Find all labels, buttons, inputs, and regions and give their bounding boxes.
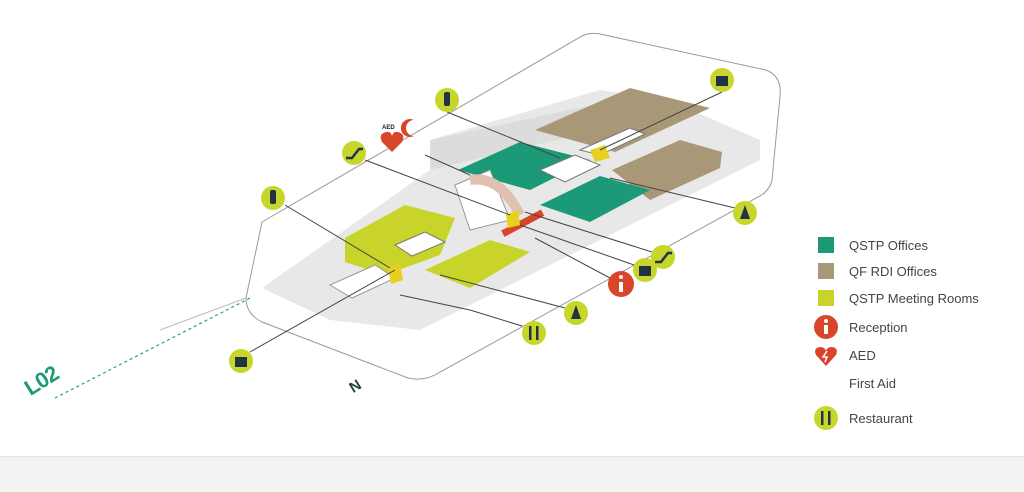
first-aid-icon[interactable]: [400, 119, 414, 137]
fork-knife-icon: [812, 406, 840, 430]
aed-map-label: AED: [382, 125, 395, 131]
qf-rdi-offices-north: [535, 88, 710, 152]
legend-item-restaurant: Restaurant: [812, 406, 913, 430]
legend-item-aed: AED: [812, 343, 876, 367]
restroom-female-icon[interactable]: [564, 301, 588, 325]
qstp-offices-east: [540, 176, 650, 222]
page-bottom-band: [0, 456, 1024, 492]
qstp-meeting-rooms-south: [425, 240, 530, 288]
aed-icon[interactable]: [380, 131, 404, 152]
crescent-icon: [812, 371, 840, 395]
tan-square-icon: [818, 263, 834, 279]
aed-heart-icon: [812, 343, 840, 367]
legend-item-reception: Reception: [812, 315, 908, 339]
reception-desk: [501, 209, 545, 237]
restroom-male-icon[interactable]: [261, 186, 285, 210]
leader-lines: [249, 91, 736, 353]
escalator-icon[interactable]: [651, 245, 675, 269]
yellow-square-icon: [818, 290, 834, 306]
elevator-icon[interactable]: [229, 349, 253, 373]
restaurant-icon[interactable]: [522, 321, 546, 345]
restroom-male-icon[interactable]: [435, 88, 459, 112]
elevator-icon[interactable]: [710, 68, 734, 92]
legend-item-qf-rdi-offices: QF RDI Offices: [812, 263, 937, 279]
green-square-icon: [818, 237, 834, 253]
reception-icon[interactable]: [608, 271, 634, 297]
legend-item-first-aid: First Aid: [812, 371, 896, 395]
info-icon: [812, 315, 840, 339]
legend-item-qstp-meeting-rooms: QSTP Meeting Rooms: [812, 290, 979, 306]
escalator-icon[interactable]: [342, 141, 366, 165]
legend-item-qstp-offices: QSTP Offices: [812, 237, 928, 253]
elevator-icon[interactable]: [633, 258, 657, 282]
restroom-female-icon[interactable]: [733, 201, 757, 225]
